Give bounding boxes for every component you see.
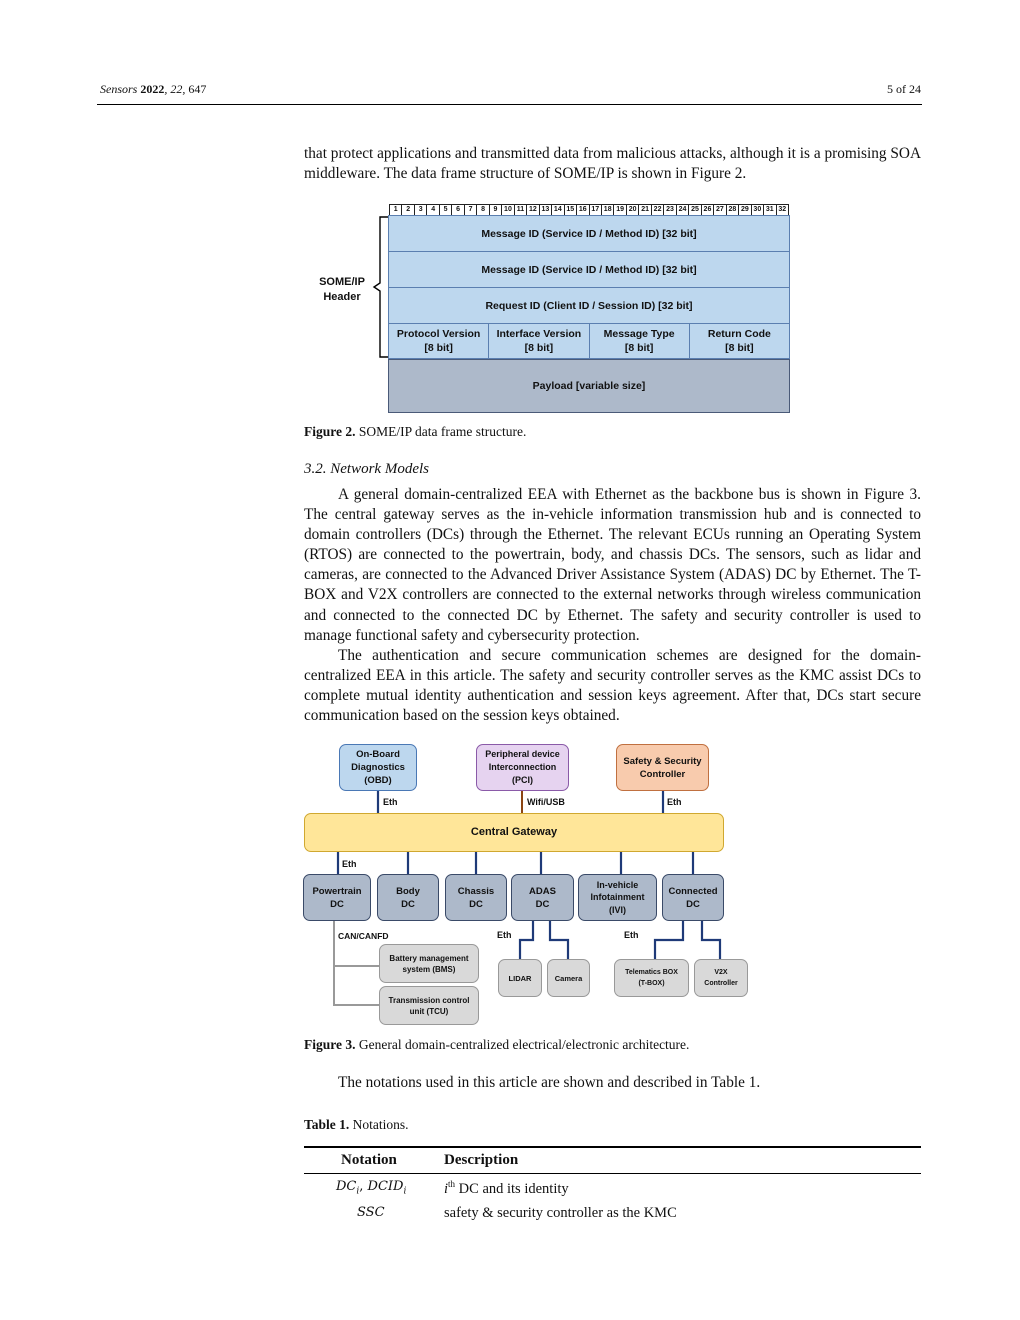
bit-index: 29 xyxy=(739,205,752,215)
table-header-description: Description xyxy=(444,1152,519,1168)
frame-row-fields: Protocol Version[8 bit] Interface Versio… xyxy=(388,323,790,359)
bit-index: 3 xyxy=(415,205,428,215)
eth-label-ssc: Eth xyxy=(667,797,682,807)
bit-index: 26 xyxy=(702,205,715,215)
bit-index: 4 xyxy=(427,205,440,215)
page-number: 5 of 24 xyxy=(887,82,921,96)
table-row-2-description: safety & security controller as the KMC xyxy=(444,1205,677,1221)
bit-index: 2 xyxy=(402,205,415,215)
running-header-citation: Sensors 2022, 22, 647 xyxy=(100,82,207,96)
table-row-1-description: ith DC and its identity xyxy=(444,1179,569,1197)
table1-caption: Table 1. Notations. xyxy=(304,1117,409,1133)
bit-index: 30 xyxy=(752,205,765,215)
paragraph-1: that protect applications and transmitte… xyxy=(304,145,921,183)
eth-label-adas: Eth xyxy=(497,930,512,940)
bit-index: 13 xyxy=(540,205,553,215)
bit-index: 27 xyxy=(714,205,727,215)
bit-index: 6 xyxy=(452,205,465,215)
journal-year: 2022 xyxy=(140,82,165,96)
bit-index: 24 xyxy=(677,205,690,215)
bit-index: 5 xyxy=(440,205,453,215)
section-title: 3.2. Network Models xyxy=(304,461,429,477)
bit-index: 15 xyxy=(565,205,578,215)
bit-index: 18 xyxy=(602,205,615,215)
eth-label-connected: Eth xyxy=(624,930,639,940)
bit-index: 31 xyxy=(764,205,777,215)
lidar-box: LIDAR xyxy=(498,959,542,997)
bit-index: 14 xyxy=(552,205,565,215)
bit-index: 11 xyxy=(515,205,528,215)
bit-index: 12 xyxy=(527,205,540,215)
bit-index: 25 xyxy=(689,205,702,215)
bit-index: 32 xyxy=(778,206,787,213)
table1-caption-label: Table 1. xyxy=(304,1117,350,1132)
bit-index: 8 xyxy=(477,205,490,215)
header-brace xyxy=(372,216,388,358)
figure2-caption-label: Figure 2. xyxy=(304,424,356,439)
figure2-caption: Figure 2. SOME/IP data frame structure. xyxy=(304,424,526,440)
figure3-caption: Figure 3. General domain-centralized ele… xyxy=(304,1037,689,1053)
bit-index: 21 xyxy=(639,205,652,215)
bit-index: 22 xyxy=(652,205,665,215)
figure3-caption-label: Figure 3. xyxy=(304,1037,356,1052)
journal-volume: 22 xyxy=(170,82,183,96)
paragraph-3: The authentication and secure communicat… xyxy=(304,647,921,725)
tbox-box: Telematics BOX(T-BOX) xyxy=(614,959,689,997)
paragraph-4: The notations used in this article are s… xyxy=(338,1074,761,1091)
bit-index: 16 xyxy=(577,205,590,215)
bit-index: 28 xyxy=(727,205,740,215)
table-row-1-notation: DCi, DCIDi xyxy=(336,1179,407,1197)
header-rule xyxy=(97,104,922,105)
some-ip-header-label: SOME/IP Header xyxy=(312,275,372,305)
bit-index: 20 xyxy=(627,205,640,215)
article-number: 647 xyxy=(188,82,207,96)
table1-caption-text: Notations. xyxy=(352,1117,409,1132)
field-protocol-version: Protocol Version[8 bit] xyxy=(389,324,490,358)
bit-index: 7 xyxy=(465,205,478,215)
table-mid-rule xyxy=(304,1173,921,1174)
field-return-code: Return Code[8 bit] xyxy=(707,328,771,354)
frame-row-message-id-1: Message ID (Service ID / Method ID) [32 … xyxy=(388,215,790,252)
header-label-line1: SOME/IP xyxy=(319,276,365,288)
frame-row-request-id: Request ID (Client ID / Session ID) [32 … xyxy=(388,287,790,324)
table-row-2-notation: SSC xyxy=(357,1205,385,1220)
field-interface-version: Interface Version[8 bit] xyxy=(489,324,590,358)
wifi-usb-label: Wifi/USB xyxy=(527,797,565,807)
figure2-caption-text: SOME/IP data frame structure. xyxy=(358,424,527,439)
frame-row-message-id-2: Message ID (Service ID / Method ID) [32 … xyxy=(388,251,790,288)
frame-payload: Payload [variable size] xyxy=(388,359,790,413)
table-top-rule xyxy=(304,1146,921,1148)
camera-box: Camera xyxy=(547,959,590,997)
bit-index: 1 xyxy=(390,205,403,215)
bit-index: 9 xyxy=(490,205,503,215)
bit-index: 10 xyxy=(502,205,515,215)
eth-label-obd: Eth xyxy=(383,797,398,807)
eth-label-powertrain: Eth xyxy=(342,859,357,869)
paragraph-2: A general domain-centralized EEA with Et… xyxy=(304,486,921,644)
table-header-notation: Notation xyxy=(341,1152,397,1168)
bit-index: 19 xyxy=(614,205,627,215)
field-message-type: Message Type[8 bit] xyxy=(590,324,690,358)
figure3-caption-text: General domain-centralized electrical/el… xyxy=(358,1037,690,1052)
journal-name: Sensors xyxy=(100,82,138,96)
central-gateway-box: Central Gateway xyxy=(304,813,724,852)
header-label-line2: Header xyxy=(323,291,361,303)
can-canfd-label: CAN/CANFD xyxy=(338,931,389,941)
bit-index: 17 xyxy=(590,205,602,215)
bit-index: 23 xyxy=(664,205,677,215)
